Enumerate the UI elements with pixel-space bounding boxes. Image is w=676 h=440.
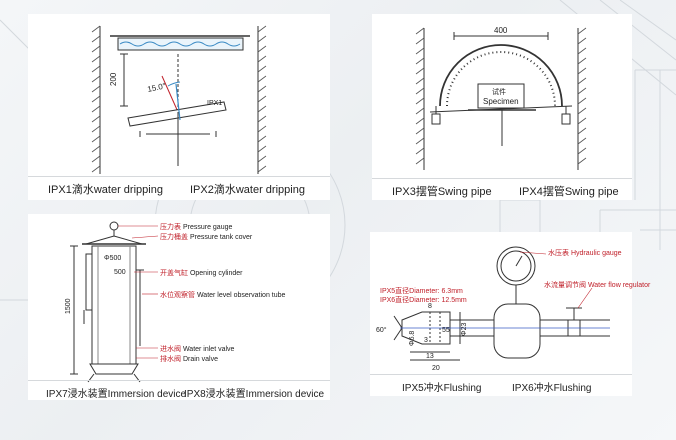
- panel-ipx7-ipx8: Φ500 500 1500 压力表 Pressure gauge 压力桶盖 Pr…: [28, 214, 330, 400]
- label-pressure-tank-cover: 压力桶盖 Pressure tank cover: [160, 234, 253, 241]
- dim-d6: Φ23: [461, 323, 468, 336]
- caption-ipx2: IPX2滴水water dripping: [190, 184, 305, 196]
- dim-angle-label: 15.0°: [147, 81, 167, 94]
- dim-d5: 13: [426, 353, 434, 360]
- dim-angle: 60°: [376, 326, 387, 334]
- swing-pipe-diagram: 400 试件 Specimen: [415, 26, 587, 170]
- panel-ipx3-ipx4: 400 试件 Specimen: [372, 14, 632, 200]
- dim-d7: 20: [432, 365, 440, 372]
- caption-ipx4: IPX4摆管Swing pipe: [519, 186, 619, 198]
- immersion-diagram: Φ500 500 1500: [65, 221, 159, 383]
- label-drain-valve: 排水阀 Drain valve: [160, 356, 218, 363]
- label-observation-tube: 水位观察管 Water level observation tube: [160, 292, 286, 299]
- label-hydraulic-gauge: 水压表 Hydraulic gauge: [548, 250, 622, 257]
- caption-rule: [28, 176, 330, 177]
- dripping-diagram: 200 15.0° IPX1: [91, 25, 267, 174]
- caption-rule: [372, 178, 632, 179]
- caption-ipx7: IPX7浸水装置Immersion device: [46, 389, 187, 400]
- flushing-diagram: 60° 8 55 Φ6.8 3 13 Φ23 20: [376, 246, 610, 372]
- dim-d1: 8: [428, 303, 432, 310]
- caption-ipx1: IPX1滴水water dripping: [48, 184, 163, 196]
- dim-d2: 55: [442, 327, 450, 334]
- label-water-flow-regulator: 水流量调节阀 Water flow regulator: [544, 282, 651, 289]
- specimen-tag: IPX1: [207, 100, 222, 107]
- caption-ipx6: IPX6冲水Flushing: [512, 383, 592, 394]
- label-pressure-gauge: 压力表 Pressure gauge: [160, 224, 233, 231]
- dim-inner: 500: [114, 269, 126, 276]
- panel-ipx5-ipx6: 60° 8 55 Φ6.8 3 13 Φ23 20 水压表 Hydraulic …: [370, 232, 650, 396]
- dim-height-label: 200: [109, 72, 118, 86]
- caption-ipx5: IPX5冲水Flushing: [402, 383, 482, 394]
- specimen-label-en: Specimen: [483, 97, 519, 106]
- caption-rule: [28, 380, 330, 381]
- caption-rule: [370, 374, 632, 375]
- specimen-label-cn: 试件: [492, 87, 506, 96]
- panel-ipx1-ipx2: 200 15.0° IPX1: [28, 14, 330, 200]
- label-water-inlet-valve: 进水阀 Water inlet valve: [160, 346, 235, 353]
- caption-ipx8: IPX8浸水装置Immersion device: [184, 389, 325, 400]
- label-ipx6-diameter: IPX6直径Diameter: 12.5mm: [380, 297, 467, 304]
- dim-d3: Φ6.8: [409, 331, 416, 346]
- caption-ipx3: IPX3摆管Swing pipe: [392, 186, 492, 198]
- label-ipx5-diameter: IPX5直径Diameter: 6.3mm: [380, 288, 463, 295]
- dim-diameter: Φ500: [104, 255, 121, 262]
- label-opening-cylinder: 开盖气缸 Opening cylinder: [160, 270, 243, 277]
- dim-tank-height: 1500: [65, 298, 72, 314]
- dim-width-label: 400: [494, 26, 508, 35]
- dim-d4: 3: [424, 337, 428, 344]
